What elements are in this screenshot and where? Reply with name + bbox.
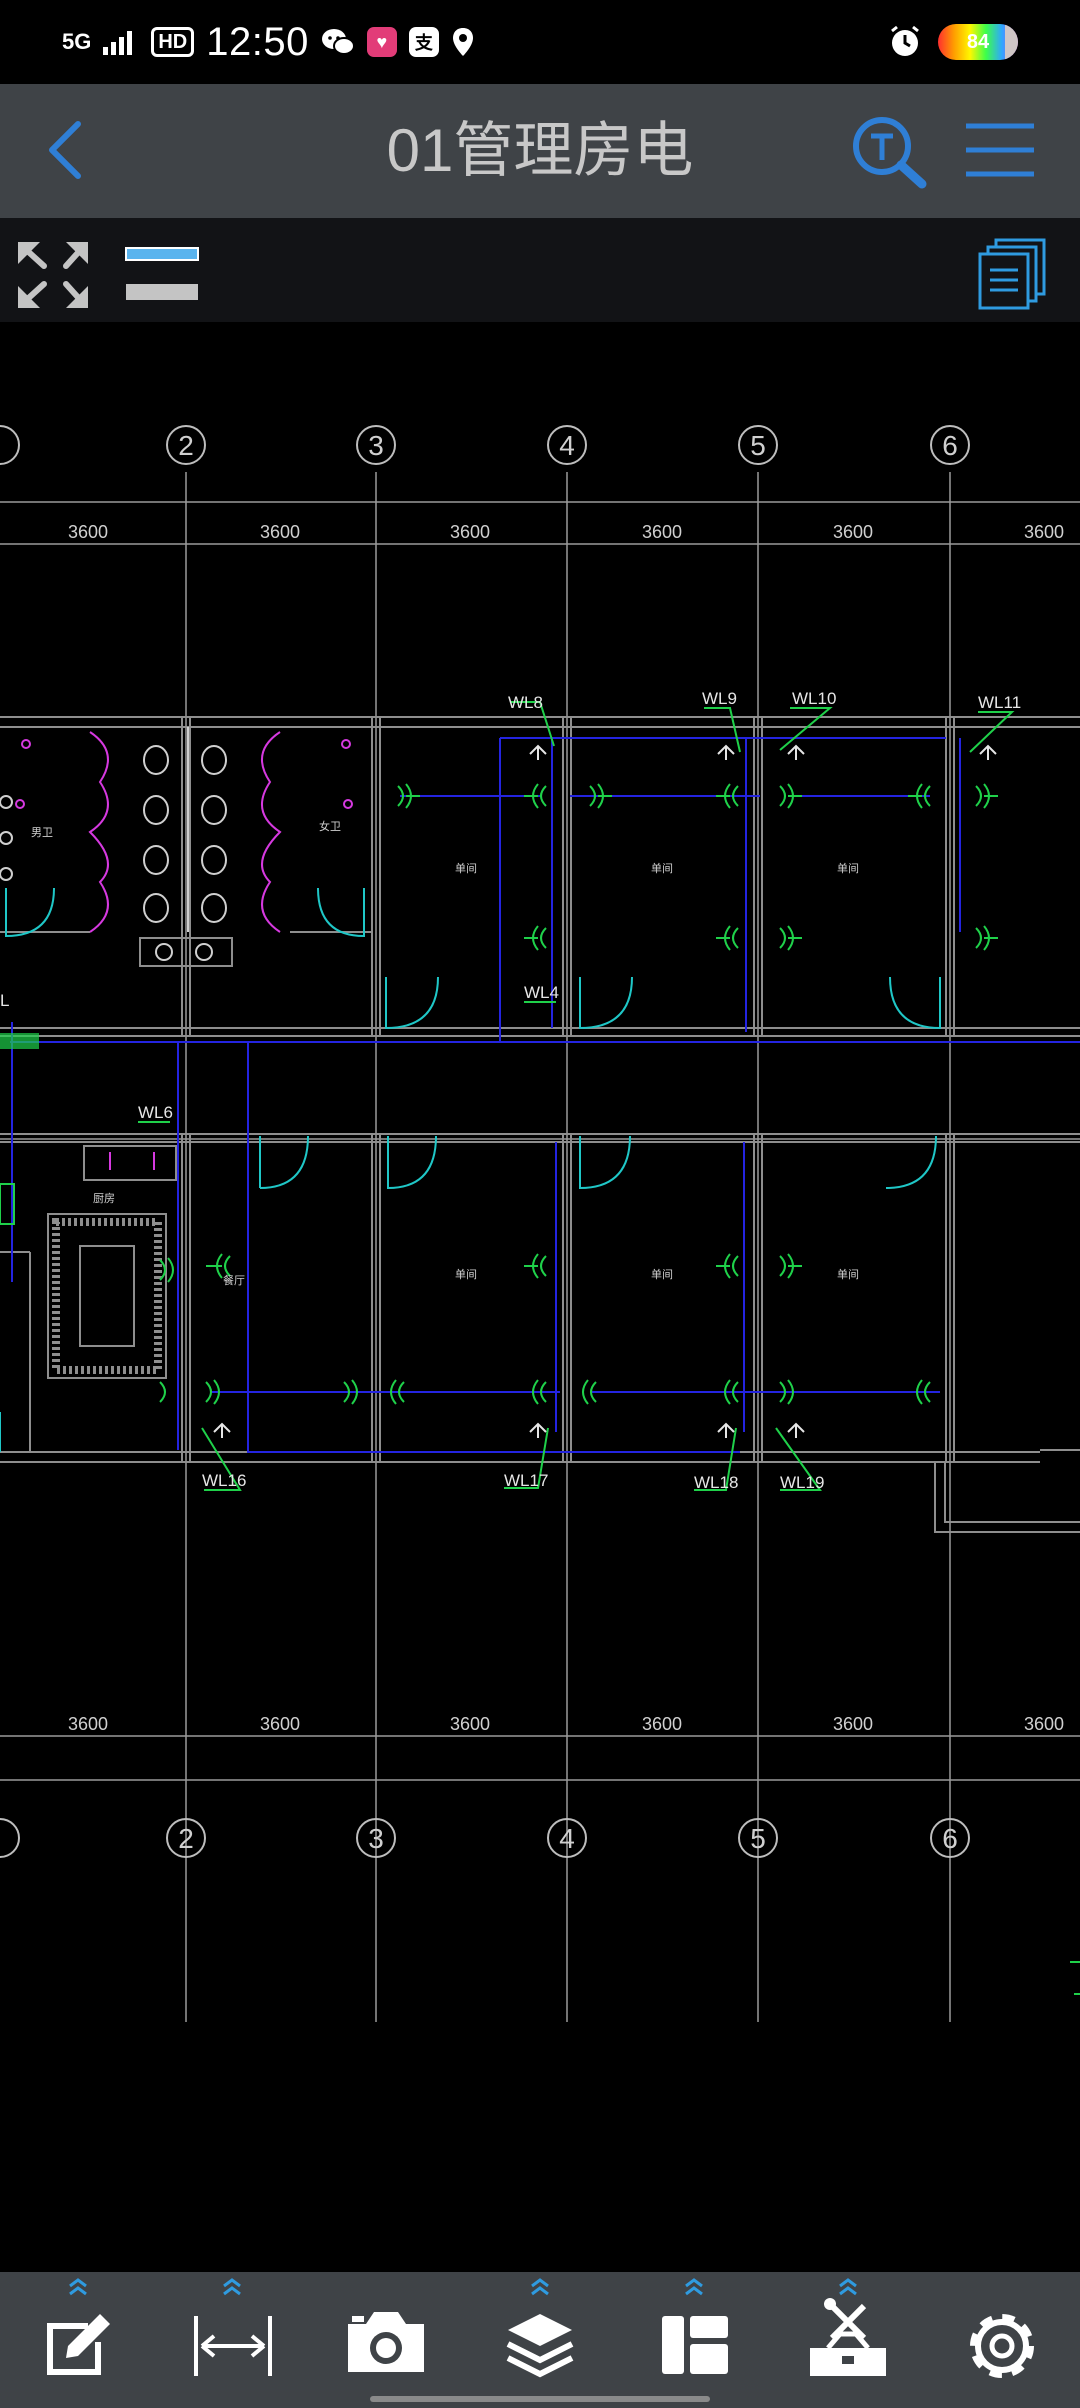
dimensions: 3600 3600 3600 3600 3600 3600 3600 3600 … <box>68 522 1064 1734</box>
location-icon <box>452 28 473 56</box>
room-labels: 男卫 女卫 单间 单间 单间 厨房 餐厅 单间 单间 单间 <box>31 819 859 1287</box>
cad-drawing-canvas[interactable]: 2 3 4 5 6 2 3 4 5 6 3600 3600 3600 3600 … <box>0 322 1080 2272</box>
dimension-label: 3600 <box>833 1714 873 1734</box>
text-search-icon[interactable] <box>850 114 930 190</box>
dimension-label: 3600 <box>260 1714 300 1734</box>
dimension-label: 3600 <box>833 522 873 542</box>
status-bar: 5G HD 12:50 ♥ 支 84 <box>0 0 1080 84</box>
alarm-icon <box>891 25 919 56</box>
dimension-label: 3600 <box>1024 522 1064 542</box>
settings-button[interactable] <box>952 2272 1052 2408</box>
kitchen-stove <box>47 1145 177 1379</box>
network-indicator: 5G <box>62 29 92 54</box>
background-color-icon[interactable] <box>124 240 200 310</box>
wechat-icon <box>321 29 355 55</box>
title-bar: 01管理房电 <box>0 84 1080 218</box>
circuit-label-wl19: WL19 <box>780 1473 824 1492</box>
axis-label: 3 <box>368 430 384 461</box>
battery-indicator: 84 <box>938 24 1018 60</box>
sanitary-fixtures <box>15 731 353 933</box>
circuit-label-wl11: WL11 <box>978 693 1021 712</box>
floor-plan: 2 3 4 5 6 2 3 4 5 6 3600 3600 3600 3600 … <box>0 425 1080 2022</box>
back-arrow-icon[interactable] <box>36 118 100 182</box>
axis-label: 6 <box>942 430 958 461</box>
dimension-label: 3600 <box>450 1714 490 1734</box>
circuit-label-wl10: WL10 <box>792 689 836 708</box>
circuit-label-wl16: WL16 <box>202 1471 246 1490</box>
status-left: 5G HD 12:50 ♥ 支 <box>62 12 475 72</box>
dimension-label: 3600 <box>260 522 300 542</box>
circuit-label-wl4: WL4 <box>524 983 559 1002</box>
circuit-label-wl9: WL9 <box>702 689 737 708</box>
edit-icon <box>47 2278 110 2375</box>
layout-button[interactable] <box>644 2272 744 2408</box>
axis-label: 5 <box>750 1823 766 1854</box>
room-label: 餐厅 <box>223 1273 245 1287</box>
layers-button[interactable] <box>490 2272 590 2408</box>
edit-button[interactable] <box>28 2272 128 2408</box>
home-indicator[interactable] <box>370 2396 710 2402</box>
clock: 12:50 <box>206 19 309 64</box>
hd-badge: HD <box>151 27 195 57</box>
room-label: 单间 <box>651 1268 673 1281</box>
dimension-label: 3600 <box>68 522 108 542</box>
grid-axis-top: 2 3 4 5 6 <box>0 425 970 465</box>
battery-level: 84 <box>966 31 990 53</box>
doors <box>0 887 941 1452</box>
measure-icon <box>194 2278 272 2376</box>
room-label: 单间 <box>651 862 673 875</box>
tools-button[interactable] <box>798 2272 898 2408</box>
layouts-icon[interactable] <box>976 238 1048 310</box>
alipay-icon: 支 <box>408 27 439 57</box>
room-label: 单间 <box>837 862 859 875</box>
grid-axis-bottom: 2 3 4 5 6 <box>0 1818 970 1858</box>
circuit-label-wl18: WL18 <box>694 1473 738 1492</box>
grid-lines <box>0 472 1080 2022</box>
circuit-labels: WL8 WL9 WL10 WL11 WL4 WL6 WL16 WL17 WL18… <box>0 689 1021 1492</box>
axis-label: 2 <box>178 1823 194 1854</box>
axis-label: 3 <box>368 1823 384 1854</box>
walls <box>0 716 1080 1533</box>
camera-button[interactable] <box>336 2272 436 2408</box>
switches <box>213 744 997 1438</box>
tools-icon <box>810 2278 886 2376</box>
wiring <box>10 737 1080 1453</box>
tool-strip <box>0 218 1080 322</box>
circuit-label-wl6: WL6 <box>138 1103 173 1122</box>
menu-icon[interactable] <box>964 118 1036 182</box>
axis-label: 2 <box>178 430 194 461</box>
circuit-label-wl8: WL8 <box>508 693 543 712</box>
light-fixtures <box>0 701 1015 1491</box>
fit-screen-icon[interactable] <box>16 240 90 310</box>
dimension-label: 3600 <box>1024 1714 1064 1734</box>
dimension-label: 3600 <box>642 522 682 542</box>
circuit-label-edge-ap: AP <box>0 1196 3 1215</box>
circuit-label-edge: L <box>0 991 9 1010</box>
dimension-label: 3600 <box>450 522 490 542</box>
axis-label: 5 <box>750 430 766 461</box>
circuit-label-wl17: WL17 <box>504 1471 548 1490</box>
xiaohongshu-icon: ♥ <box>366 27 397 57</box>
signal-icon <box>103 31 133 55</box>
layout-icon <box>662 2278 728 2374</box>
room-label: 单间 <box>837 1268 859 1281</box>
measure-button[interactable] <box>182 2272 282 2408</box>
room-label: 单间 <box>455 862 477 875</box>
toilets <box>0 727 227 961</box>
room-label: 女卫 <box>319 819 341 833</box>
axis-label: 6 <box>942 1823 958 1854</box>
axis-label: 4 <box>559 1823 575 1854</box>
camera-icon <box>348 2312 424 2372</box>
layers-icon <box>506 2278 574 2378</box>
page-title: 01管理房电 <box>386 117 694 184</box>
axis-label: 4 <box>559 430 575 461</box>
bottom-toolbar <box>0 2272 1080 2408</box>
room-label: 男卫 <box>31 827 53 839</box>
dimension-label: 3600 <box>68 1714 108 1734</box>
dimension-label: 3600 <box>642 1714 682 1734</box>
room-label: 单间 <box>455 1268 477 1281</box>
room-label: 厨房 <box>93 1192 115 1205</box>
settings-icon <box>970 2314 1034 2378</box>
status-right: 84 <box>888 22 1018 62</box>
